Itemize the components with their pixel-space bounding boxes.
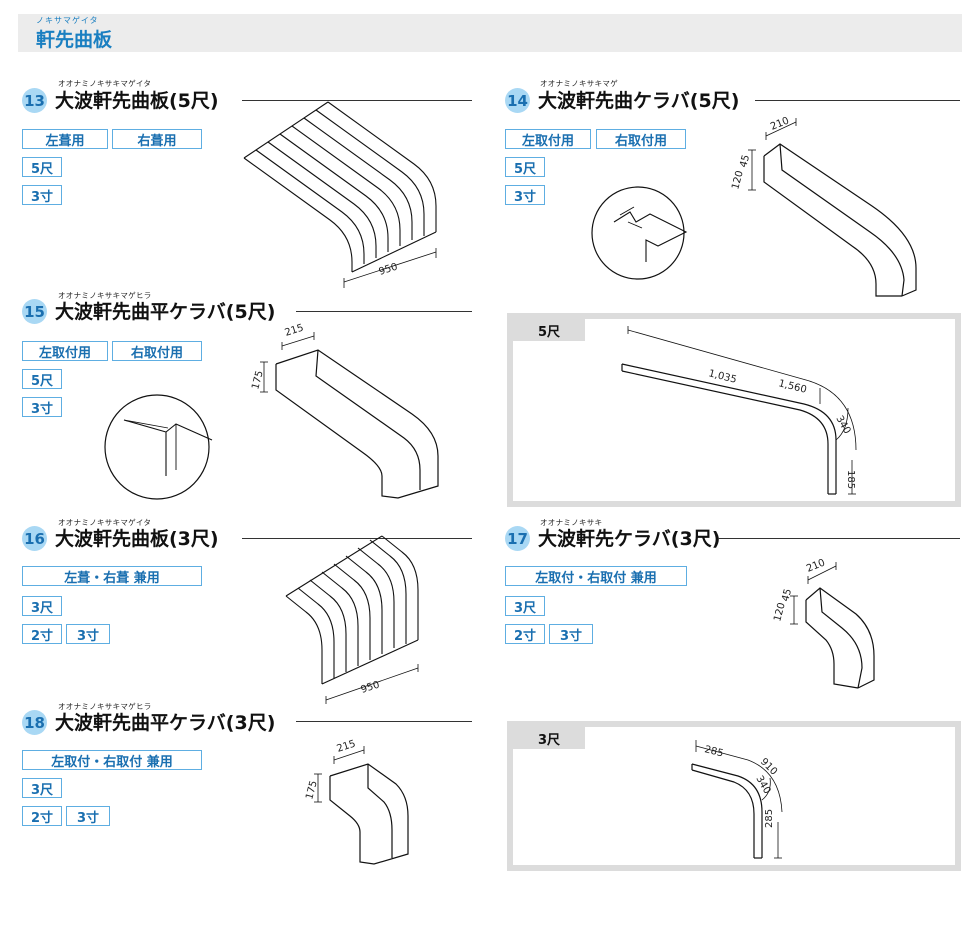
frame-3shaku-dim-c: 340 (753, 774, 772, 796)
section-18-dim-height: 175 (304, 779, 320, 800)
section-15-ruby: オオナミノキサキマゲヒラ (58, 291, 152, 300)
frame-3shaku-dim-a: 285 (703, 744, 724, 759)
section-18-ruby: オオナミノキサキマゲヒラ (58, 702, 152, 711)
section-16-rule (242, 538, 472, 539)
corrugated-plate-16 (285, 535, 419, 685)
section-13-title: 大波軒先曲板(5尺) (55, 90, 219, 112)
section-13-rule (242, 100, 472, 101)
section-14-tag-length: 5尺 (505, 157, 545, 177)
section-14-number: 14 (505, 88, 530, 113)
verge-profile-17 (805, 587, 875, 689)
section-16-title: 大波軒先曲板(3尺) (55, 528, 219, 550)
section-13-number: 13 (22, 88, 47, 113)
section-17-tag-both: 左取付・右取付 兼用 (505, 566, 687, 586)
section-13-tag-left: 左葺用 (22, 129, 108, 149)
header-band (18, 14, 962, 52)
flat-verge-profile-15 (275, 349, 439, 499)
section-16-tag-pitch2: 2寸 (22, 624, 62, 644)
section-15-tag-length: 5尺 (22, 369, 62, 389)
section-15-number: 15 (22, 299, 47, 324)
section-14-tag-right: 右取付用 (596, 129, 686, 149)
flat-verge-profile-18 (329, 763, 409, 865)
header-ruby: ノキサマゲイタ (36, 16, 99, 25)
section-17-number: 17 (505, 526, 530, 551)
section-14-tag-pitch: 3寸 (505, 185, 545, 205)
section-17-title: 大波軒先ケラバ(3尺) (538, 528, 721, 550)
section-14-dim-height1: 120 (730, 169, 746, 190)
section-17-rule (718, 538, 960, 539)
dimension-frame-5shaku: 5尺 (507, 313, 961, 507)
section-14-title: 大波軒先曲ケラバ(5尺) (538, 90, 740, 112)
section-13-tag-right: 右葺用 (112, 129, 202, 149)
section-18-tag-length: 3尺 (22, 778, 62, 798)
section-15-tag-left: 左取付用 (22, 341, 108, 361)
section-16-tag-pitch3: 3寸 (66, 624, 110, 644)
section-13-tag-length: 5尺 (22, 157, 62, 177)
section-15-tag-right: 右取付用 (112, 341, 202, 361)
section-18-title: 大波軒先曲平ケラバ(3尺) (55, 712, 276, 734)
section-18-tag-pitch2: 2寸 (22, 806, 62, 826)
section-15-rule (296, 311, 472, 312)
section-14-ruby: オオナミノキサキマゲ (540, 79, 618, 88)
corrugated-plate-13 (243, 101, 437, 273)
section-17-dim-height1: 120 (772, 601, 788, 622)
section-14-rule (755, 100, 960, 101)
verge-profile-14 (763, 143, 917, 297)
section-18-number: 18 (22, 710, 47, 735)
section-15-tag-pitch: 3寸 (22, 397, 62, 417)
section-13-ruby: オオナミノキサキマゲイタ (58, 79, 152, 88)
frame-5shaku-dim-d: 185 (845, 470, 856, 489)
section-16-ruby: オオナミノキサキマゲイタ (58, 518, 152, 527)
section-17-tag-length: 3尺 (505, 596, 545, 616)
section-14-dim-height2: 45 (738, 154, 752, 169)
section-18-tag-pitch3: 3寸 (66, 806, 110, 826)
section-16-number: 16 (22, 526, 47, 551)
dimension-frame-5shaku-label: 5尺 (513, 319, 585, 341)
page-title: 軒先曲板 (36, 29, 113, 51)
section-17-tag-pitch3: 3寸 (549, 624, 593, 644)
section-16-tag-both: 左葺・右葺 兼用 (22, 566, 202, 586)
section-17-ruby: オオナミノキサキ (540, 518, 603, 527)
section-15-dim-height: 175 (250, 369, 266, 390)
section-13-tag-pitch: 3寸 (22, 185, 62, 205)
section-14-tag-left: 左取付用 (505, 129, 591, 149)
frame-3shaku-dim-d: 285 (764, 809, 775, 828)
section-18-tag-both: 左取付・右取付 兼用 (22, 750, 202, 770)
dimension-frame-3shaku: 3尺 (507, 721, 961, 871)
section-16-tag-length: 3尺 (22, 596, 62, 616)
section-17-dim-height2: 45 (780, 588, 794, 603)
section-15-title: 大波軒先曲平ケラバ(5尺) (55, 301, 276, 323)
dimension-frame-3shaku-label: 3尺 (513, 727, 585, 749)
section-18-rule (296, 721, 472, 722)
section-17-tag-pitch2: 2寸 (505, 624, 545, 644)
